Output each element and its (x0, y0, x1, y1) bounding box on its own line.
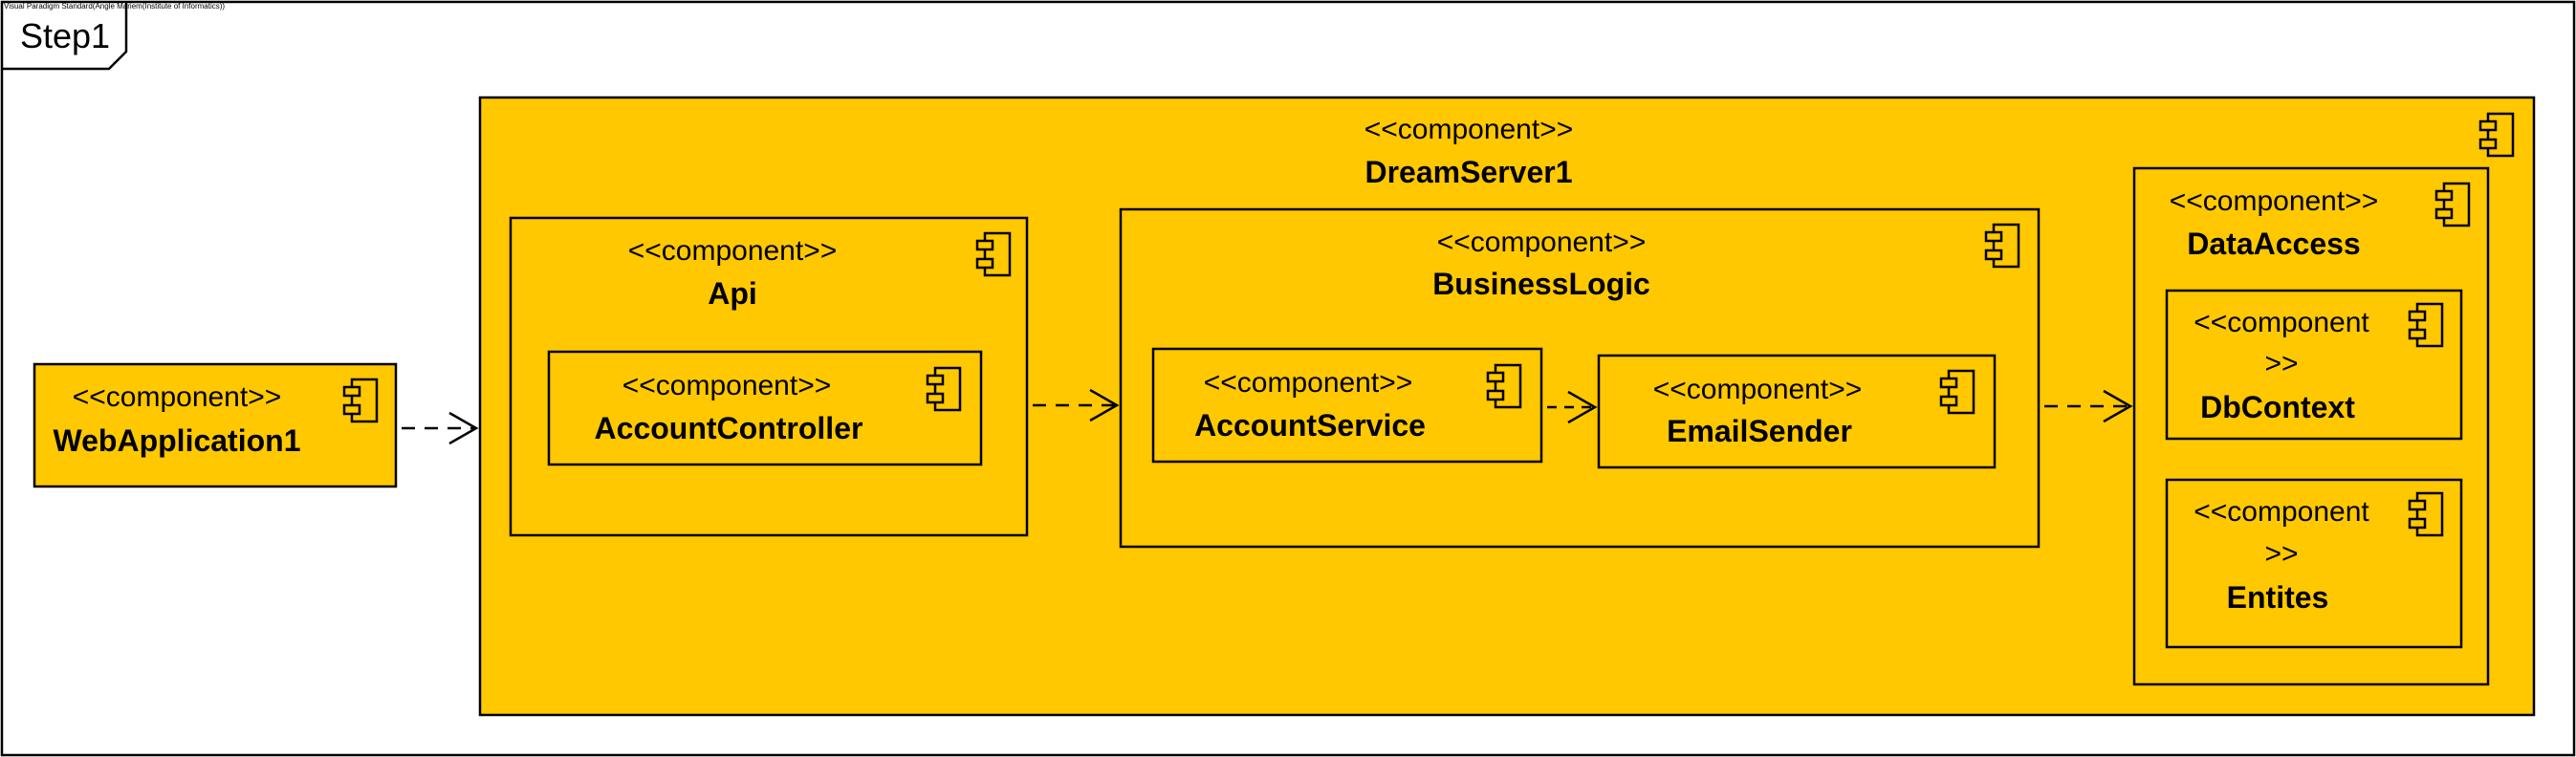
component-stereotype-end: >> (2264, 538, 2298, 570)
component-name: BusinessLogic (1432, 267, 1650, 301)
component-webapplication1[interactable]: <<component>> WebApplication1 (33, 362, 398, 488)
dependency-api-to-businesslogic (1033, 388, 1120, 422)
component-stereotype: <<component>> (622, 370, 832, 401)
dependency-businesslogic-to-dataaccess (2044, 389, 2133, 423)
component-name: DataAccess (2187, 227, 2360, 261)
component-stereotype: <<component>> (2170, 185, 2379, 217)
tool-credit: Visual Paradigm Standard(Angle Mariem(In… (4, 2, 225, 11)
component-stereotype: <<component>> (1364, 114, 1574, 145)
component-name: DbContext (2200, 390, 2355, 424)
component-name: WebApplication1 (54, 423, 301, 458)
component-stereotype-end: >> (2264, 348, 2298, 379)
component-stereotype: <<component>> (1204, 367, 1413, 399)
component-name: Api (708, 276, 757, 311)
component-stereotype: <<component (2194, 307, 2369, 338)
component-name: DreamServer1 (1364, 155, 1572, 189)
component-stereotype: <<component (2194, 496, 2369, 528)
component-accountcontroller[interactable]: <<component>> AccountController (547, 350, 983, 466)
frame-label: Step1 (20, 16, 110, 55)
component-name: AccountController (595, 411, 863, 445)
component-stereotype: <<component>> (1437, 227, 1647, 258)
component-stereotype: <<component>> (73, 381, 282, 413)
component-dbcontext[interactable]: <<component >> DbContext (2165, 289, 2463, 441)
component-name: Entites (2227, 580, 2329, 615)
component-accountservice[interactable]: <<component>> AccountService (1151, 347, 1543, 464)
component-entites[interactable]: <<component >> Entites (2165, 478, 2463, 649)
component-emailsender[interactable]: <<component>> EmailSender (1597, 354, 1997, 469)
dependency-webapplication1-to-dreamserver1 (402, 411, 479, 445)
component-stereotype: <<component>> (1653, 374, 1863, 405)
component-stereotype: <<component>> (628, 235, 838, 267)
dependency-accountservice-to-emailsender (1547, 390, 1598, 424)
component-name: EmailSender (1667, 414, 1852, 448)
component-name: AccountService (1194, 408, 1426, 443)
